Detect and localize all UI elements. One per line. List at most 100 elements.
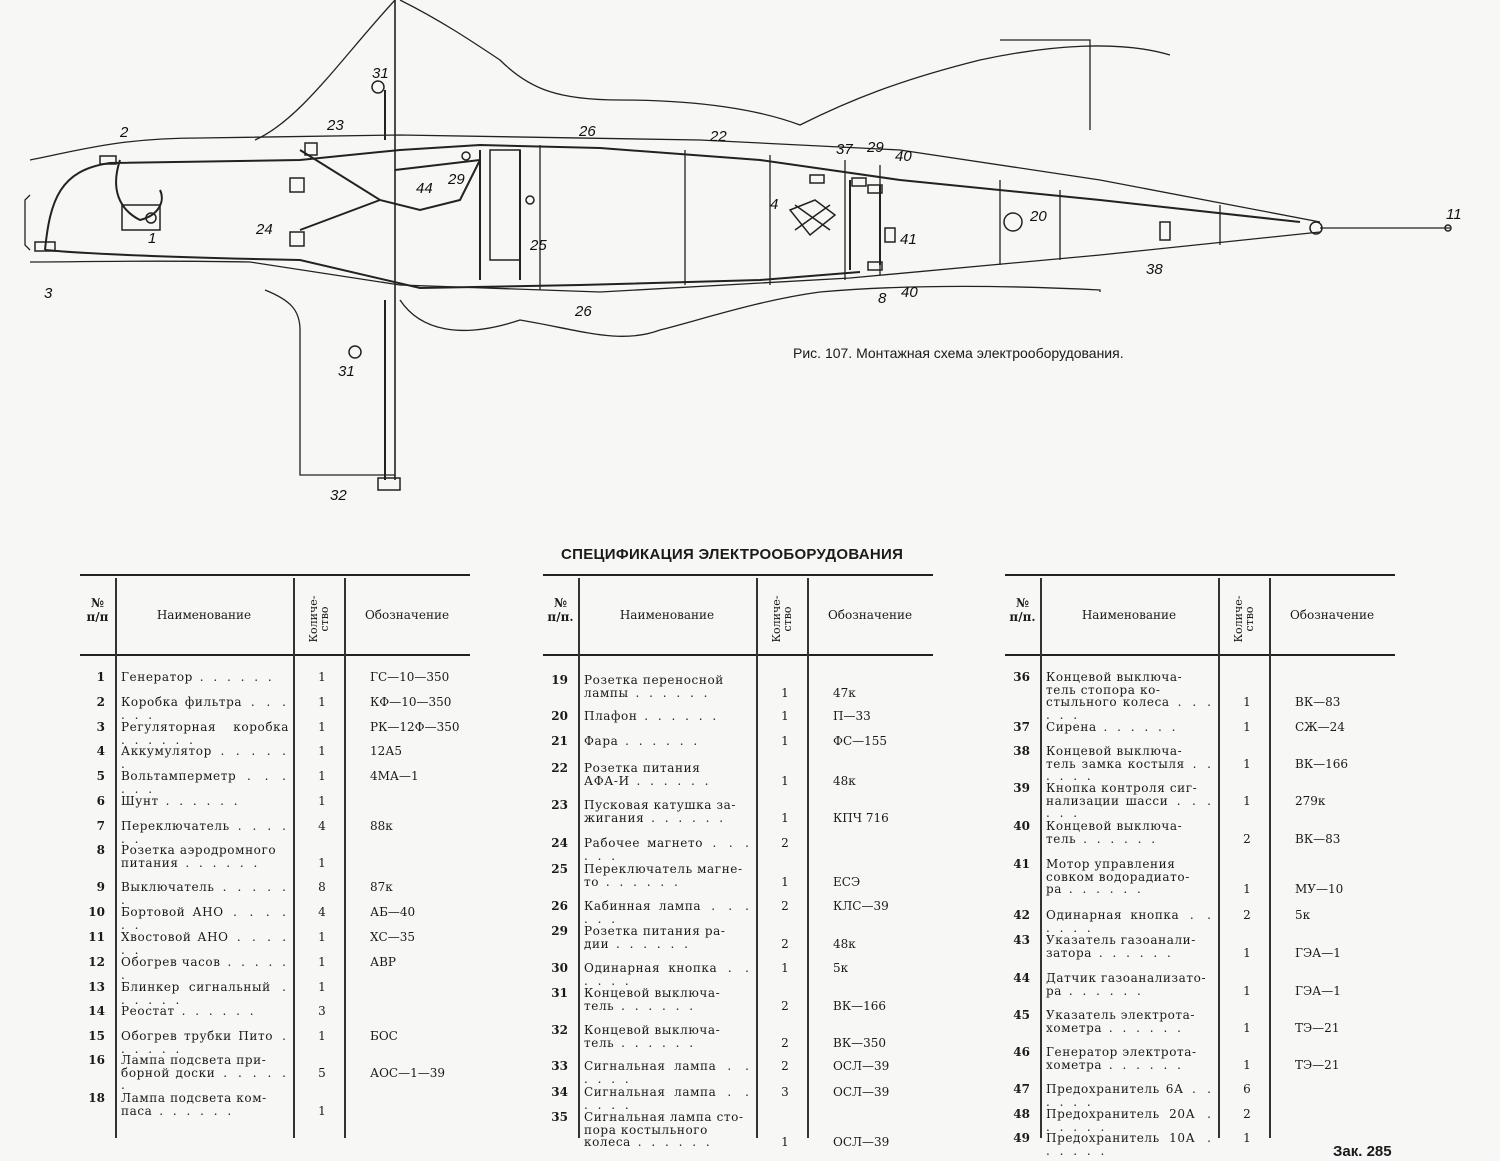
item-quantity: 4: [318, 905, 326, 919]
header-num: № п/п: [86, 596, 109, 624]
table-row: 11 Хвостовой АНО 1 ХС—35: [80, 931, 470, 944]
figure-caption: Рис. 107. Монтажная схема электрооборудо…: [793, 345, 1124, 361]
item-designation: 4МА—1: [370, 769, 419, 783]
row-number: 42: [1013, 908, 1030, 922]
item-designation: ТЭ—21: [1295, 1020, 1340, 1035]
table-row: 10 Бортовой АНО 4 АБ—40: [80, 906, 470, 919]
table-row: 43 Указатель газоанали- затора 1 ГЭА—1: [1005, 934, 1395, 959]
callout-44: 44: [416, 180, 433, 197]
item-designation: КФ—10—350: [370, 695, 452, 709]
item-name: Розетка переносной лампы: [584, 674, 752, 699]
table-row: 15 Обогрев трубки Пито 1 БОС: [80, 1030, 470, 1043]
item-name: Розетка аэродромного питания: [121, 844, 289, 869]
row-number: 1: [96, 670, 105, 684]
table-row: 47 Предохранитель 6А 6: [1005, 1083, 1395, 1096]
item-quantity: 1: [318, 695, 326, 709]
item-quantity: 1: [781, 961, 789, 975]
item-name: Лампа подсвета ком- паса: [121, 1092, 289, 1117]
item-quantity: 1: [781, 685, 789, 700]
item-name: Реостат: [121, 1005, 289, 1018]
item-quantity: 3: [781, 1085, 789, 1099]
row-number: 22: [551, 761, 568, 775]
item-designation: 5к: [1295, 908, 1311, 922]
row-number: 45: [1013, 1008, 1030, 1022]
table-row: 9 Выключатель 8 87к: [80, 881, 470, 894]
item-name: Хвостовой АНО: [121, 931, 289, 956]
item-name: Рабочее магнето: [584, 837, 752, 862]
item-designation: 12А5: [370, 744, 402, 758]
item-name: Предохранитель 10А: [1046, 1132, 1214, 1157]
callout-3: 3: [44, 285, 53, 302]
table-row: 2 Коробка фильтра 1 КФ—10—350: [80, 696, 470, 709]
column-divider: [807, 578, 809, 1138]
item-quantity: 1: [318, 769, 326, 783]
callout-1: 1: [148, 230, 156, 247]
item-quantity: 4: [318, 819, 326, 833]
item-quantity: 1: [1243, 720, 1251, 734]
callout-23: 23: [326, 117, 344, 134]
table-row: 41 Мотор управления совком водорадиато- …: [1005, 858, 1395, 896]
item-name: Концевой выключа- тель замка костыля: [1046, 745, 1214, 783]
row-number: 23: [551, 798, 568, 812]
table-row: 1 Генератор 1 ГС—10—350: [80, 671, 470, 684]
item-designation: ВК—166: [833, 998, 887, 1013]
row-number: 10: [88, 905, 105, 919]
row-number: 12: [88, 955, 105, 969]
row-number: 47: [1013, 1082, 1030, 1096]
column-divider: [1269, 578, 1271, 1138]
callout-25: 25: [529, 237, 547, 254]
row-number: 38: [1013, 744, 1030, 758]
item-name: Переключатель: [121, 820, 289, 845]
row-number: 6: [96, 794, 105, 808]
item-name: Сигнальная лампа сто- пора костыльного к…: [584, 1111, 752, 1149]
item-designation: 48к: [833, 773, 856, 788]
table-row: 19 Розетка переносной лампы 1 47к: [543, 674, 933, 699]
table-row: 40 Концевой выключа- тель 2 ВК—83: [1005, 820, 1395, 845]
table-row: 26 Кабинная лампа 2 КЛС—39: [543, 900, 933, 913]
item-designation: АОС—1—39: [370, 1065, 446, 1080]
callout-32: 32: [330, 487, 347, 504]
item-quantity: 3: [318, 1004, 326, 1018]
spec-table-3: № п/п. Наименование Количе- ство Обознач…: [1005, 574, 1395, 1144]
wiring-harness: [44, 90, 1301, 480]
item-designation: МУ—10: [1295, 882, 1344, 896]
item-name: Концевой выключа- тель: [584, 1024, 752, 1049]
item-designation: ХС—35: [370, 930, 415, 944]
row-number: 21: [551, 734, 568, 748]
column-divider: [293, 578, 295, 1138]
callout-26: 26: [578, 123, 596, 140]
item-quantity: 2: [1243, 831, 1251, 846]
callout-29: 29: [447, 171, 465, 188]
item-name: Шунт: [121, 795, 289, 808]
header-num: № п/п.: [1009, 596, 1036, 624]
table-row: 39 Кнопка контроля сиг- нализации шасси …: [1005, 782, 1395, 807]
item-designation: КПЧ 716: [833, 810, 889, 825]
row-number: 19: [551, 673, 568, 687]
item-name: Обогрев часов: [121, 956, 289, 981]
row-number: 46: [1013, 1045, 1030, 1059]
row-number: 34: [551, 1085, 568, 1099]
table-row: 4 Аккумулятор 1 12А5: [80, 745, 470, 758]
table-row: 29 Розетка питания ра- дии 2 48к: [543, 925, 933, 950]
item-quantity: 1: [1243, 1020, 1251, 1035]
item-quantity: 1: [318, 744, 326, 758]
table-row: 49 Предохранитель 10А 1: [1005, 1132, 1395, 1145]
item-name: Лампа подсвета при- борной доски: [121, 1054, 289, 1092]
airframe-outline: [24, 0, 1450, 480]
item-quantity: 1: [1243, 1131, 1251, 1145]
item-designation: 5к: [833, 961, 849, 975]
item-name: Указатель электрота- хометра: [1046, 1009, 1214, 1034]
table-row: 33 Сигнальная лампа 2 ОСЛ—39: [543, 1060, 933, 1073]
row-number: 4: [96, 744, 105, 758]
item-name: Концевой выключа- тель: [584, 987, 752, 1012]
callout-22: 22: [709, 128, 727, 145]
callout-20: 20: [1029, 208, 1047, 225]
item-quantity: 1: [1243, 756, 1251, 771]
table-row: 16 Лампа подсвета при- борной доски 5 АО…: [80, 1054, 470, 1079]
row-number: 35: [551, 1110, 568, 1124]
item-designation: РК—12Ф—350: [370, 720, 460, 734]
item-quantity: 1: [781, 773, 789, 788]
column-divider: [344, 578, 346, 1138]
item-name: Концевой выключа- тель стопора ко- стыль…: [1046, 671, 1214, 721]
